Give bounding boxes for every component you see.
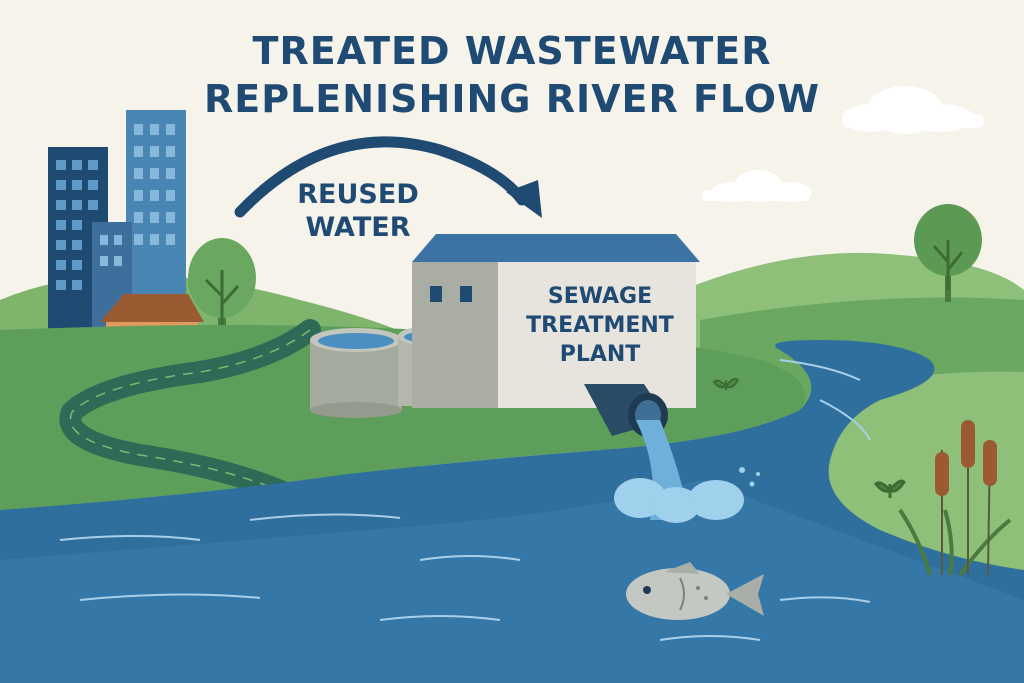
treatment-plant-label-line-2: TREATMENT: [526, 313, 674, 338]
reused-water-label-line-2: WATER: [305, 212, 411, 243]
reuse-arrow: [234, 136, 528, 218]
treatment-plant-label-line-3: PLANT: [559, 342, 641, 367]
grass-right-bank: [828, 371, 1024, 570]
fish: [626, 562, 764, 620]
tree-left: [188, 238, 256, 340]
reused-water-label-line-1: REUSED: [297, 179, 419, 210]
treatment-plant-label-line-1: SEWAGE: [547, 284, 653, 309]
reused-water-label: REUSED WATER: [268, 178, 448, 244]
river-highlight: [0, 480, 1024, 683]
water-discharge: [614, 420, 760, 523]
treatment-plant-building: [412, 234, 700, 408]
title-line-1: TREATED WASTEWATER: [252, 29, 772, 73]
treatment-plant-label: SEWAGE TREATMENT PLANT: [505, 282, 695, 369]
title-line-2: REPLENISHING RIVER FLOW: [203, 77, 820, 121]
cloud-middle: [702, 170, 812, 202]
sprout-middle: [712, 377, 740, 390]
river-ripples: [59, 359, 871, 641]
cattails: [898, 420, 1012, 577]
tree-right: [914, 204, 982, 302]
reuse-arrow-head: [506, 180, 542, 218]
sprout-right: [873, 479, 906, 498]
cloud-right: [842, 86, 984, 134]
